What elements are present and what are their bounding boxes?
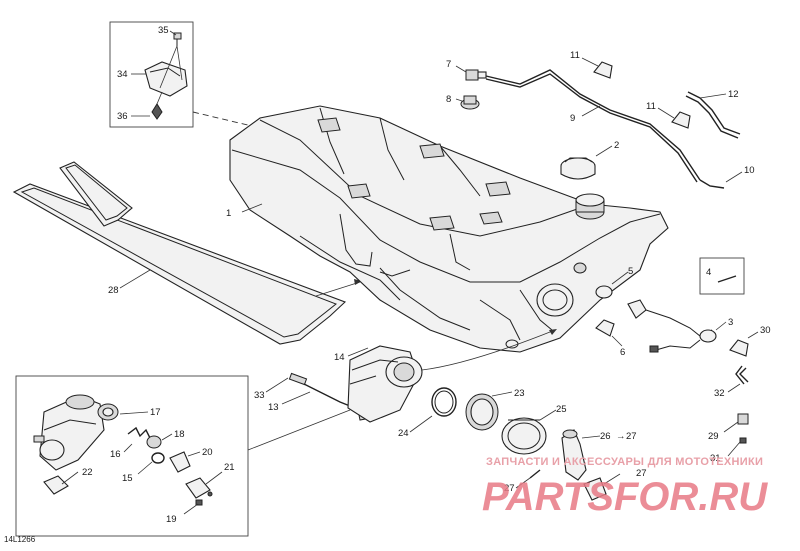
callout-17[interactable]: 17 (150, 407, 161, 418)
callout-28[interactable]: 28 (108, 285, 119, 296)
part-18-seal (146, 435, 162, 449)
part-36-nut (151, 91, 163, 120)
callout-27b[interactable]: 27 (636, 468, 647, 479)
callout-8[interactable]: 8 (446, 94, 451, 105)
callout-14[interactable]: 14 (334, 352, 345, 363)
part-11-clip-mid (671, 111, 691, 129)
part-12-hose (687, 91, 741, 135)
part-10-fitting (699, 179, 725, 189)
part-22-pump-body (33, 394, 105, 471)
callout-18[interactable]: 18 (174, 429, 185, 440)
part-9-vent-hose (485, 69, 701, 181)
callout-27a[interactable]: 27 (504, 483, 515, 494)
callout-7[interactable]: 7 (446, 59, 451, 70)
callout-5[interactable]: 5 (628, 266, 633, 277)
callout-16[interactable]: 16 (110, 449, 121, 460)
watermark-tagline: ЗАПЧАСТИ И АКСЕССУАРЫ ДЛЯ МОТОТЕХНИКИ (486, 456, 763, 468)
callout-33[interactable]: 33 (254, 390, 265, 401)
callout-2[interactable]: 2 (614, 140, 619, 151)
callout-19[interactable]: 19 (166, 514, 177, 525)
part-26-connector (561, 429, 587, 481)
detail-box-bracket (109, 21, 194, 128)
callout-31[interactable]: 31 (710, 453, 721, 464)
watermark-brand: PARTSFOR.RU (482, 475, 768, 519)
part-3-sensor (627, 299, 717, 353)
callout-1[interactable]: 1 (226, 208, 231, 219)
arrow-label: → (616, 431, 626, 442)
part-22-filter (43, 475, 69, 495)
part-24-o-ring (431, 387, 457, 417)
part-21-clip (185, 477, 213, 499)
part-27-fitting-left (529, 469, 541, 479)
callout-6[interactable]: 6 (620, 347, 625, 358)
part-12-hose-edge (685, 95, 739, 139)
callout-36[interactable]: 36 (117, 111, 128, 122)
part-14-fuel-pump (347, 345, 423, 423)
part-20-fitting (169, 451, 191, 473)
part-32-hose (735, 365, 745, 385)
part-28-pad (12, 161, 347, 345)
arrow-head (549, 329, 557, 335)
part-1-fuel-tank (229, 105, 669, 353)
part-31-bolt (739, 437, 747, 444)
callout-34[interactable]: 34 (117, 69, 128, 80)
part-34-bracket (144, 45, 188, 97)
callout-9[interactable]: 9 (570, 113, 575, 124)
part-35-screw (173, 32, 182, 46)
part-5-clamp (595, 285, 613, 299)
callout-15[interactable]: 15 (122, 473, 133, 484)
callout-25[interactable]: 25 (556, 404, 567, 415)
callout-27-ref[interactable]: 27 (626, 431, 637, 442)
callout-11b[interactable]: 11 (646, 101, 656, 112)
part-19-screw (195, 499, 203, 506)
callout-20[interactable]: 20 (202, 447, 213, 458)
part-27-fitting-right (583, 477, 607, 501)
part-29-clamp (737, 413, 749, 425)
part-11-clip-top (593, 61, 613, 79)
part-25-clamp-ring (501, 417, 547, 455)
part-16-spring (127, 426, 151, 439)
part-2-fuel-cap (560, 157, 596, 180)
callout-3[interactable]: 3 (728, 317, 733, 328)
callout-32[interactable]: 32 (714, 388, 725, 399)
callout-22[interactable]: 22 (82, 467, 93, 478)
part-9-vent-hose-edge (485, 73, 698, 183)
callout-30[interactable]: 30 (760, 325, 771, 336)
callout-29[interactable]: 29 (708, 431, 719, 442)
callout-26[interactable]: 26 (600, 431, 611, 442)
part-8-grommet (460, 95, 480, 110)
part-33-fastener (288, 372, 308, 386)
callout-35[interactable]: 35 (158, 25, 169, 36)
diagram-code: 14L1266 (4, 535, 36, 544)
part-23-lock-ring (465, 393, 499, 431)
detail-box-screw (699, 257, 745, 295)
callout-10[interactable]: 10 (744, 165, 755, 176)
part-30-clip (729, 339, 749, 357)
part-7-valve (465, 69, 487, 81)
callout-11a[interactable]: 11 (570, 50, 580, 61)
callout-23[interactable]: 23 (514, 388, 525, 399)
callout-21[interactable]: 21 (224, 462, 235, 473)
callout-12[interactable]: 12 (728, 89, 739, 100)
part-32-hose-edge (739, 367, 749, 383)
part-17-regulator (97, 403, 119, 421)
part-4-screw (717, 275, 737, 283)
detail-box-pump-internals (15, 375, 249, 537)
part-15-o-ring (151, 452, 165, 464)
callout-24[interactable]: 24 (398, 428, 409, 439)
callout-4[interactable]: 4 (706, 267, 711, 278)
part-6-clip (595, 319, 615, 337)
callout-13[interactable]: 13 (268, 402, 279, 413)
